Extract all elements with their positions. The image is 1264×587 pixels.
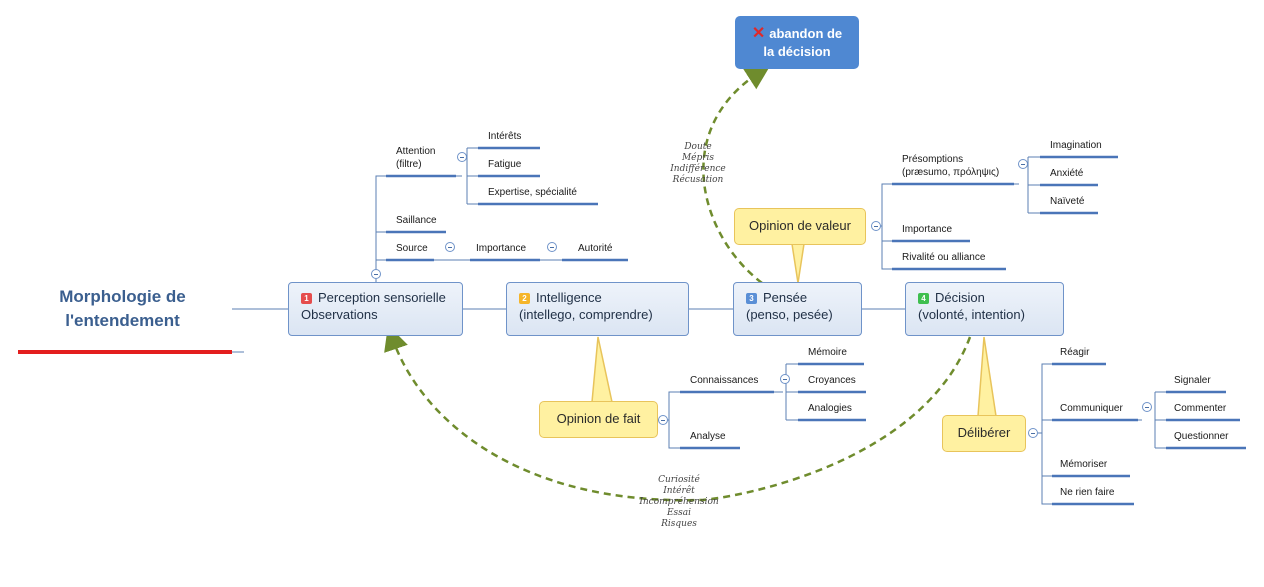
annotation-line: Mépris — [681, 153, 715, 163]
topic-intelligence-line2: (intellego, comprendre) — [519, 307, 653, 322]
leaf-analyse[interactable]: Analyse — [690, 431, 726, 442]
topic-perception-line2: Observations — [301, 307, 378, 322]
leaf-presomptions[interactable]: Présomptions (præsumo, πρόληψις) — [902, 153, 999, 179]
collapse-toggle-icon[interactable] — [871, 221, 881, 231]
leaf-memoire[interactable]: Mémoire — [808, 347, 847, 358]
number-badge-2: 2 — [519, 293, 530, 304]
collapse-toggle-icon[interactable] — [658, 415, 668, 425]
collapse-toggle-icon[interactable] — [445, 242, 455, 252]
root-topic[interactable]: Morphologie de l'entendement — [30, 285, 215, 333]
topic-decision-line1: Décision — [935, 290, 985, 305]
callout-opinion-fait[interactable]: Opinion de fait — [539, 401, 658, 438]
number-badge-4: 4 — [918, 293, 929, 304]
number-badge-3: 3 — [746, 293, 757, 304]
annotation-top: Doute Mépris Indifférence Récusation — [638, 142, 758, 186]
leaf-ne-rien-faire[interactable]: Ne rien faire — [1060, 487, 1115, 498]
leaf-attention-line2: (filtre) — [396, 159, 422, 170]
topic-decision[interactable]: 4 Décision (volonté, intention) — [905, 282, 1064, 336]
leaf-commenter[interactable]: Commenter — [1174, 403, 1227, 414]
leaf-croyances[interactable]: Croyances — [808, 375, 856, 386]
collapse-toggle-icon[interactable] — [1142, 402, 1152, 412]
leaf-connaissances[interactable]: Connaissances — [690, 375, 759, 386]
leaf-interets[interactable]: Intérêts — [488, 131, 522, 142]
leaf-source[interactable]: Source — [396, 243, 428, 254]
leaf-attention[interactable]: Attention (filtre) — [396, 145, 435, 171]
leaf-presomptions-line2: (præsumo, πρόληψις) — [902, 167, 1000, 178]
topic-perception[interactable]: 1 Perception sensorielle Observations — [288, 282, 463, 336]
leaf-presomptions-line1: Présomptions — [902, 154, 964, 165]
root-title-line2: l'entendement — [65, 311, 180, 330]
annotation-line: Doute — [684, 142, 712, 152]
leaf-attention-line1: Attention — [396, 146, 436, 157]
collapse-toggle-icon[interactable] — [780, 374, 790, 384]
annotation-line: Risques — [661, 519, 697, 529]
leaf-questionner[interactable]: Questionner — [1174, 431, 1229, 442]
collapse-toggle-icon[interactable] — [371, 269, 381, 279]
abandon-line1: abandon de — [769, 26, 843, 41]
topic-intelligence-line1: Intelligence — [536, 290, 602, 305]
annotation-line: Récusation — [672, 175, 724, 185]
leaf-importance-pensee[interactable]: Importance — [902, 224, 953, 235]
leaf-imagination[interactable]: Imagination — [1050, 140, 1102, 151]
annotation-bottom: Curiosité Intérêt Incompréhension Essai … — [619, 475, 739, 530]
topic-pensee-line1: Pensée — [763, 290, 808, 305]
leaf-memoriser[interactable]: Mémoriser — [1060, 459, 1108, 470]
collapse-toggle-icon[interactable] — [547, 242, 557, 252]
leaf-reagir[interactable]: Réagir — [1060, 347, 1090, 358]
annotation-line: Essai — [666, 508, 692, 518]
leaf-importance-source[interactable]: Importance — [476, 243, 527, 254]
topic-pensee-line2: (penso, pesée) — [746, 307, 833, 322]
leaf-rivalite[interactable]: Rivalité ou alliance — [902, 252, 986, 263]
leaf-fatigue[interactable]: Fatigue — [488, 159, 522, 170]
leaf-communiquer[interactable]: Communiquer — [1060, 403, 1123, 414]
collapse-toggle-icon[interactable] — [1018, 159, 1028, 169]
abandon-topic[interactable]: ✕abandon de la décision — [735, 16, 859, 69]
number-badge-1: 1 — [301, 293, 312, 304]
leaf-expertise[interactable]: Expertise, spécialité — [488, 187, 577, 198]
topic-pensee[interactable]: 3 Pensée (penso, pesée) — [733, 282, 862, 336]
annotation-line: Incompréhension — [639, 497, 719, 507]
annotation-line: Intérêt — [663, 486, 695, 496]
collapse-toggle-icon[interactable] — [457, 152, 467, 162]
leaf-saillance[interactable]: Saillance — [396, 215, 437, 226]
leaf-naivete[interactable]: Naïveté — [1050, 196, 1085, 207]
annotation-line: Indifférence — [670, 164, 726, 174]
topic-perception-line1: Perception sensorielle — [318, 290, 446, 305]
root-title-line1: Morphologie de — [59, 287, 186, 306]
callout-opinion-valeur[interactable]: Opinion de valeur — [734, 208, 866, 245]
callout-deliberer[interactable]: Délibérer — [942, 415, 1026, 452]
topic-decision-line2: (volonté, intention) — [918, 307, 1025, 322]
collapse-toggle-icon[interactable] — [1028, 428, 1038, 438]
leaf-signaler[interactable]: Signaler — [1174, 375, 1211, 386]
annotation-line: Curiosité — [658, 475, 700, 485]
cross-icon: ✕ — [751, 25, 766, 42]
topic-intelligence[interactable]: 2 Intelligence (intellego, comprendre) — [506, 282, 689, 336]
abandon-line2: la décision — [763, 44, 831, 59]
leaf-autorite[interactable]: Autorité — [578, 243, 613, 254]
leaf-anxiete[interactable]: Anxiété — [1050, 168, 1084, 179]
leaf-analogies[interactable]: Analogies — [808, 403, 852, 414]
